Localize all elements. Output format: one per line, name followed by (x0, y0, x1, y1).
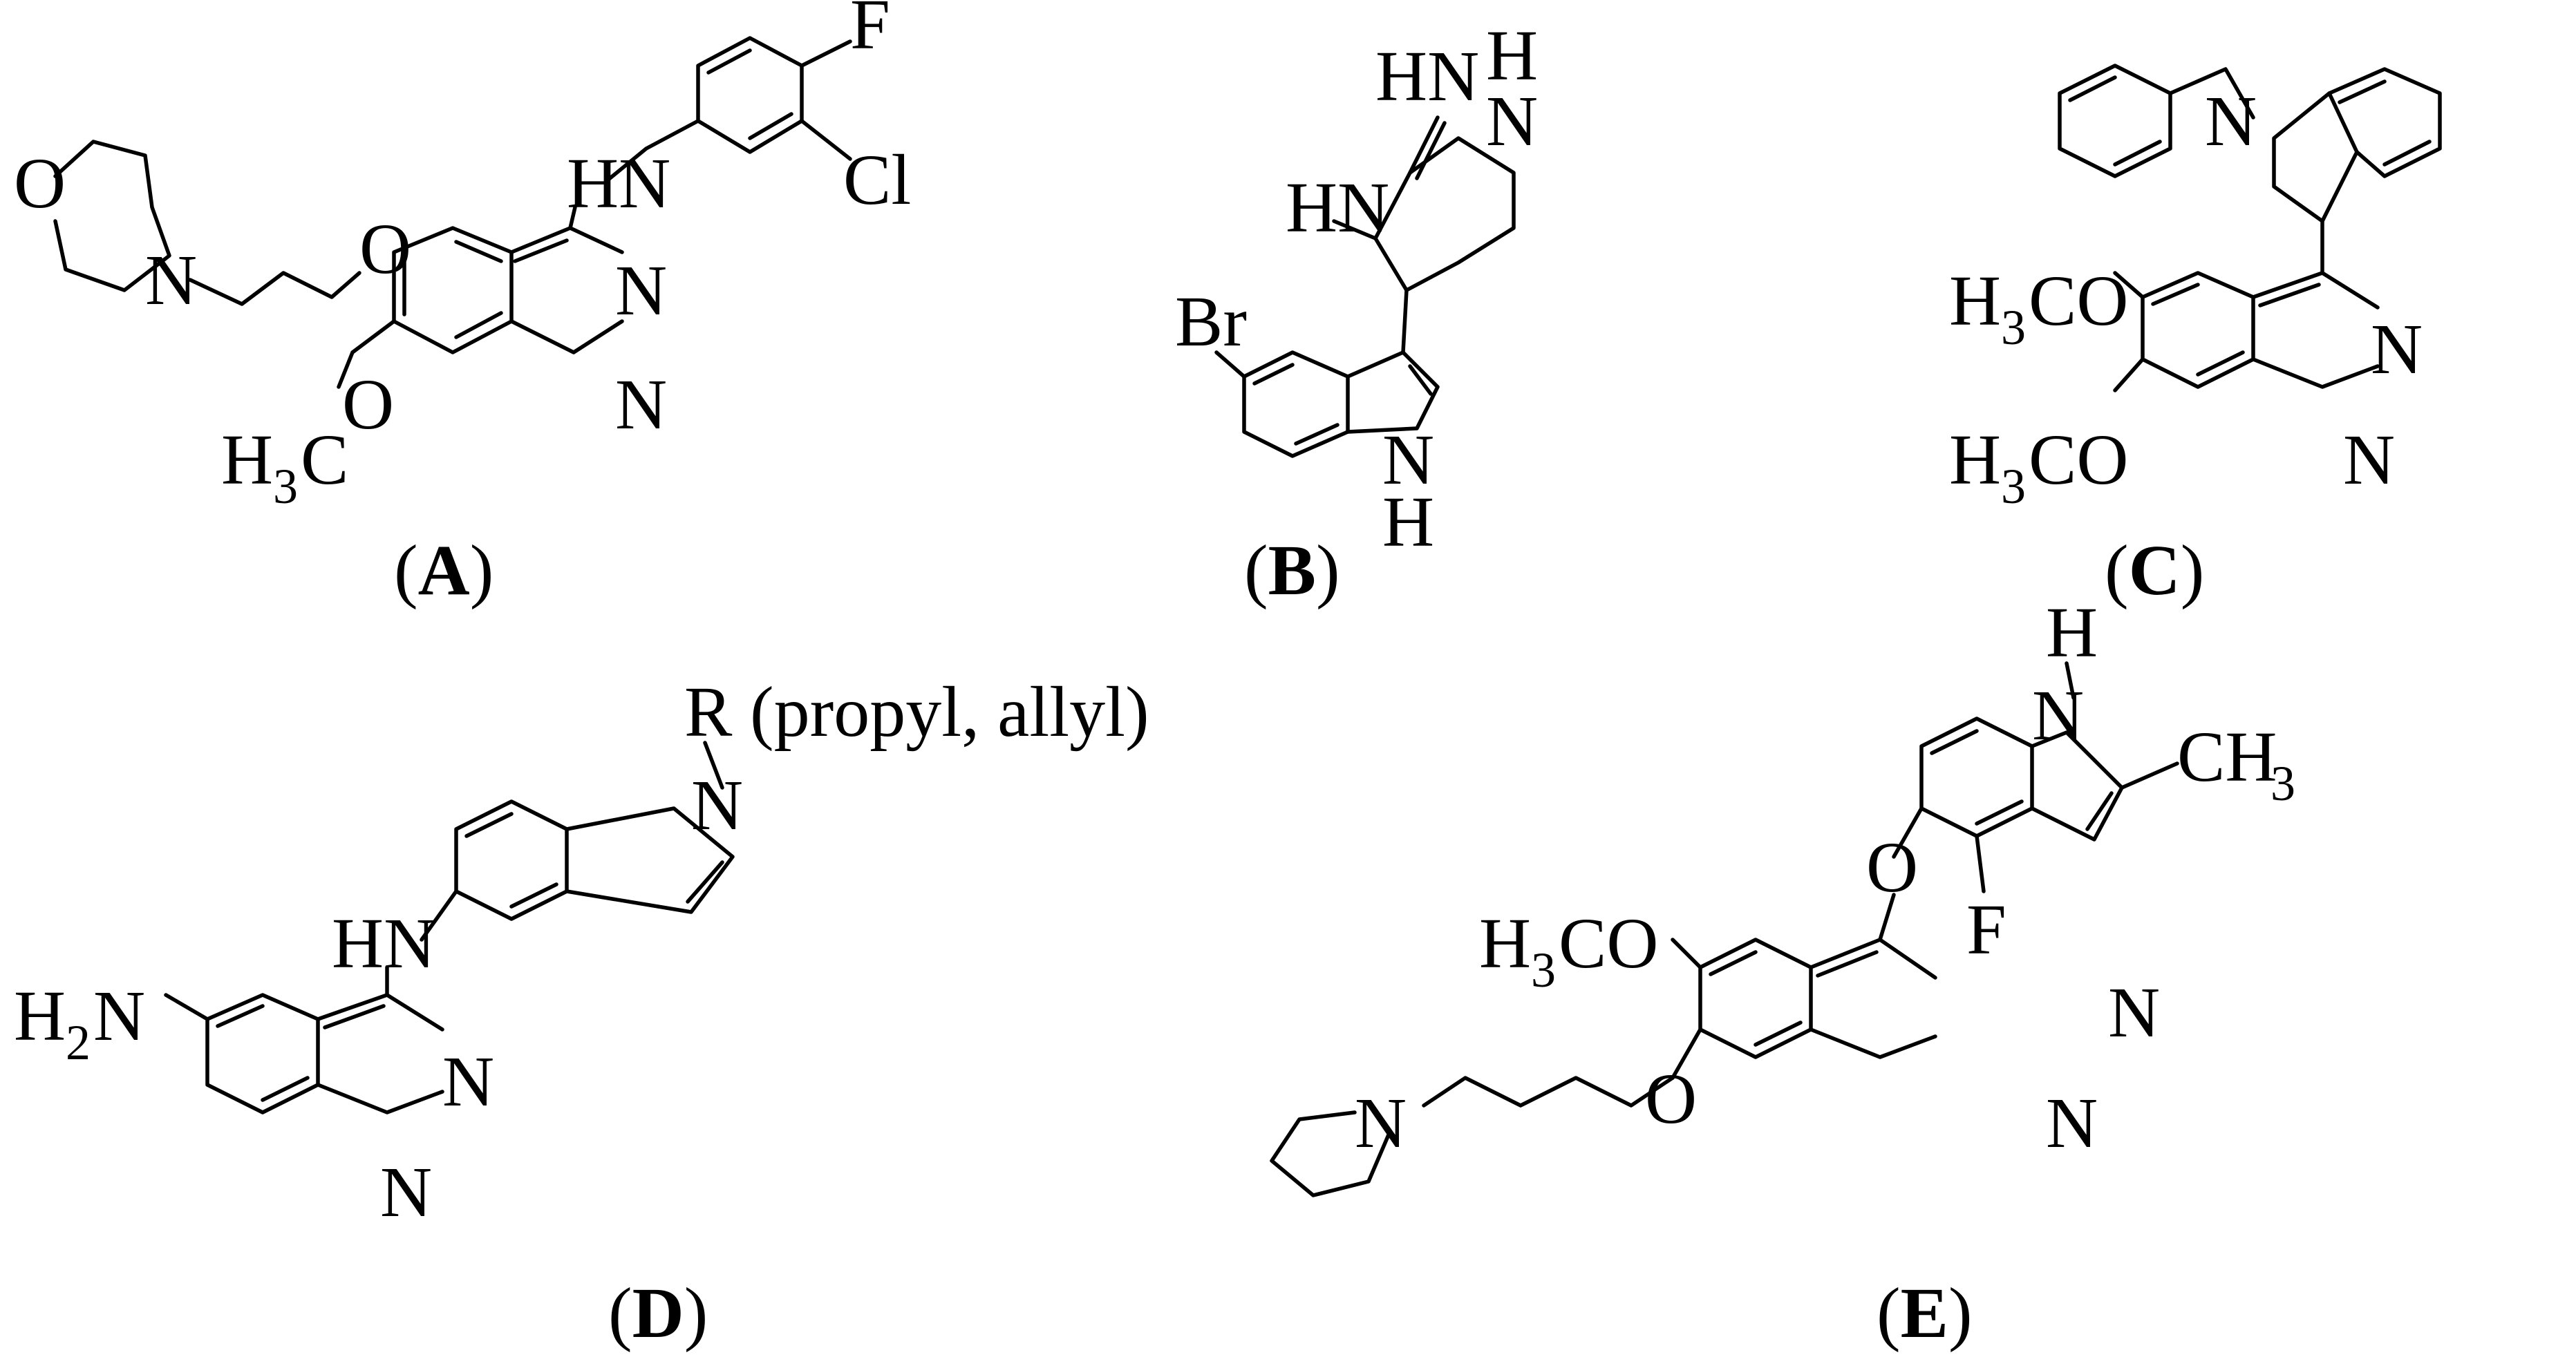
c-indole-n: N (2205, 82, 2257, 161)
svg-text:(B): (B) (1244, 531, 1340, 610)
b-top-n: N (1486, 82, 1538, 161)
svg-text:3: 3 (2001, 459, 2026, 514)
a-ome-o: O (342, 365, 394, 444)
svg-text:CO: CO (2029, 261, 2128, 341)
e-o-bridge: O (1866, 828, 1918, 907)
b-hn: HN (1286, 168, 1389, 247)
a-n3: N (615, 251, 667, 330)
e-fluorine: F (1966, 890, 2006, 969)
svg-text:CH: CH (2177, 717, 2277, 797)
d-n3: N (442, 1042, 494, 1121)
structure-e-bonds (1270, 661, 2179, 1197)
structure-d: R (propyl, allyl) N HN H 2 N N N (D) (14, 672, 1149, 1353)
svg-text:(E): (E) (1877, 1273, 1973, 1353)
a-hn: HN (567, 144, 670, 223)
svg-text:3: 3 (1531, 942, 1556, 998)
caption-d: (D) (608, 1273, 708, 1353)
d-hn: HN (332, 904, 435, 983)
structure-e: H N CH 3 O F H 3 CO N N O N (E) (1270, 593, 2295, 1353)
a-morpholine-n: N (145, 240, 197, 320)
svg-text:H: H (14, 976, 66, 1056)
b-top-h: H (1486, 16, 1538, 95)
svg-text:(C): (C) (2105, 531, 2204, 610)
svg-text:CO: CO (1559, 904, 1658, 983)
svg-text:2: 2 (66, 1015, 91, 1070)
d-n1: N (380, 1152, 432, 1232)
a-chlorine: Cl (843, 140, 911, 220)
svg-text:3: 3 (2001, 300, 2026, 355)
e-n3: N (2108, 973, 2160, 1052)
a-n1: N (615, 365, 667, 444)
a-ether-o: O (359, 209, 411, 289)
caption-c: (C) (2105, 531, 2204, 610)
a-ome-3: 3 (273, 459, 298, 514)
caption-b: (B) (1244, 531, 1340, 610)
c-n1: N (2343, 420, 2395, 500)
svg-text:H: H (1949, 420, 2001, 500)
e-nh-n: N (2032, 676, 2084, 755)
structure-d-bonds (164, 741, 735, 1114)
a-ome-c: C (301, 420, 348, 500)
e-ch3: CH 3 (2177, 717, 2295, 811)
d-nh2: H 2 N (14, 976, 145, 1070)
d-r-note: (propyl, allyl) (750, 672, 1149, 752)
d-indole-n: N (691, 766, 743, 845)
structure-a: O N O HN N N F Cl O H 3 C (A) (14, 0, 911, 610)
svg-text:CO: CO (2029, 420, 2128, 500)
b-indole-n: N (1382, 420, 1434, 500)
svg-text:H: H (1949, 261, 2001, 341)
structure-b-bonds (1214, 115, 1516, 458)
c-n3: N (2371, 310, 2423, 389)
b-imine-hn: HN (1375, 37, 1479, 116)
structure-c-bonds (2058, 64, 2442, 392)
b-bromine: Br (1175, 282, 1247, 361)
a-fluorine: F (850, 0, 890, 64)
svg-text:(D): (D) (608, 1273, 708, 1353)
d-r: R (684, 672, 733, 752)
svg-text:N: N (93, 976, 145, 1056)
structure-a-bonds (53, 36, 852, 389)
e-ome: H 3 CO (1479, 904, 1658, 998)
c-ome-top: H 3 CO (1949, 261, 2128, 355)
c-ome-bottom: H 3 CO (1949, 420, 2128, 514)
e-pyrrolidine-n: N (1355, 1083, 1407, 1163)
svg-text:(A): (A) (394, 531, 493, 610)
structure-c: N N N H 3 CO H 3 CO (C) (1949, 64, 2442, 610)
e-nh-h: H (2046, 593, 2098, 672)
svg-text:3: 3 (2271, 756, 2295, 811)
structure-b: Br HN H N HN N H (B) (1175, 16, 1538, 610)
svg-text:H: H (1479, 904, 1531, 983)
a-ome-h: H (221, 420, 273, 500)
caption-a: (A) (394, 531, 493, 610)
b-indole-h: H (1382, 482, 1434, 562)
e-o-chain: O (1645, 1059, 1697, 1139)
a-morpholine-o: O (14, 144, 66, 223)
e-n1: N (2046, 1083, 2098, 1163)
caption-e: (E) (1877, 1273, 1973, 1353)
